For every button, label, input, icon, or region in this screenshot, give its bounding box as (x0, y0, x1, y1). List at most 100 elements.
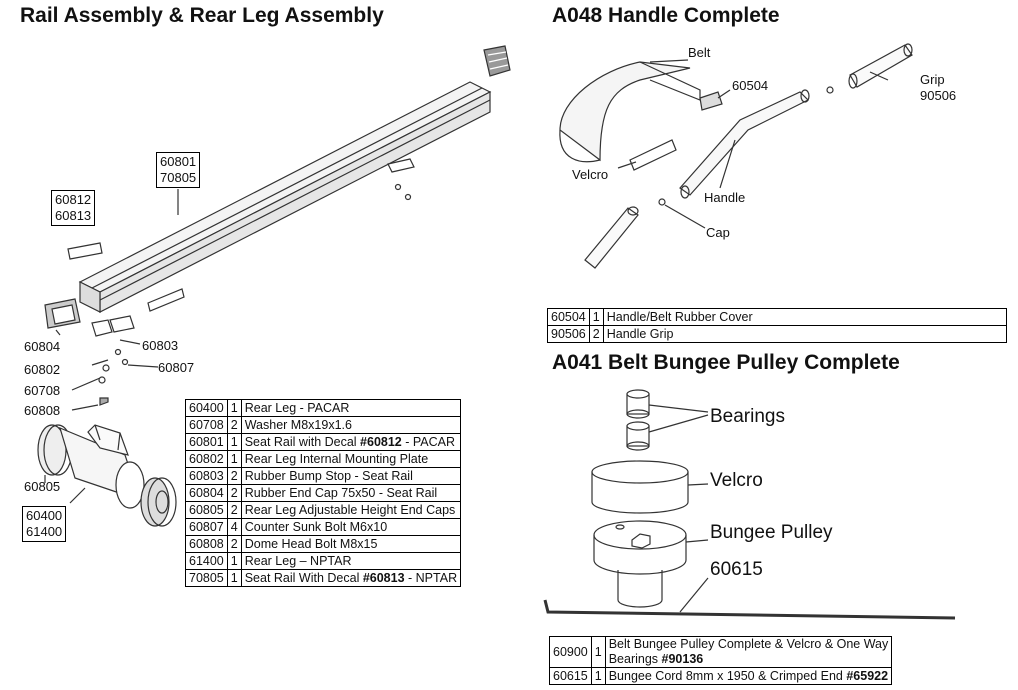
part-number-cell: 60808 (185, 535, 228, 553)
part-number-cell: 60805 (185, 501, 228, 519)
description-text: Rear Leg Adjustable Height End Caps (244, 503, 456, 517)
description-text: Rear Leg – NPTAR (244, 554, 352, 568)
bungee-pulley-drawing (593, 520, 709, 608)
quantity-cell: 2 (226, 501, 242, 519)
quantity-cell: 1 (590, 667, 606, 685)
quantity-cell: 2 (226, 535, 242, 553)
part-number-cell: 60504 (547, 308, 590, 326)
handle-complete-title: A048 Handle Complete (552, 4, 780, 27)
part-number-cell: 60400 (185, 399, 228, 417)
label-90506: 90506 (920, 88, 957, 103)
description-cell: Bungee Cord 8mm x 1950 & Crimped End #65… (604, 667, 893, 685)
label-box-60812: 60812 60813 (51, 190, 96, 226)
part-reference: #90136 (661, 652, 704, 666)
bump-stop-drawing (109, 315, 135, 333)
label-60812: 60812 (55, 192, 92, 207)
quantity-cell: 1 (226, 399, 242, 417)
description-cell: Seat Rail With Decal #60813 - NPTAR (240, 569, 462, 587)
part-number-cell: 60900 (549, 636, 592, 668)
rail-end-cap-drawing (483, 45, 511, 77)
description-text: Rear Leg - PACAR (244, 401, 350, 415)
part-number-cell: 60615 (549, 667, 592, 685)
description-text: Rear Leg Internal Mounting Plate (244, 452, 429, 466)
label-60813: 60813 (55, 208, 92, 223)
label-box-60801: 60801 70805 (156, 152, 201, 188)
label-handle: Handle (704, 190, 746, 205)
description-cell: Belt Bungee Pulley Complete & Velcro & O… (604, 636, 893, 668)
quantity-cell: 4 (226, 518, 242, 536)
label-60803: 60803 (142, 338, 179, 353)
label-60708: 60708 (24, 383, 61, 398)
description-cell: Rear Leg - PACAR (240, 399, 462, 417)
description-text: Rubber End Cap 75x50 - Seat Rail (244, 486, 438, 500)
handle-tube-drawing (679, 89, 810, 199)
description-text: Dome Head Bolt M8x15 (244, 537, 378, 551)
label-grip: Grip (920, 72, 945, 87)
description-cell: Rear Leg Internal Mounting Plate (240, 450, 462, 468)
decal-strip-drawing (67, 242, 103, 260)
decal-strip-drawing (147, 288, 185, 312)
velcro-ring-drawing (591, 460, 709, 514)
rear-leg-drawing (37, 424, 177, 527)
part-number-cell: 60804 (185, 484, 228, 502)
description-cell: Handle Grip (602, 325, 1008, 343)
description-cell: Rubber Bump Stop - Seat Rail (240, 467, 462, 485)
quantity-cell: 1 (226, 433, 242, 451)
quantity-cell: 1 (226, 569, 242, 587)
quantity-cell: 1 (590, 636, 606, 668)
bump-stop-drawing (91, 319, 113, 337)
quantity-cell: 1 (226, 552, 242, 570)
description-cell: Dome Head Bolt M8x15 (240, 535, 462, 553)
mounting-plate-drawing (387, 158, 415, 173)
description-cell: Seat Rail with Decal #60812 - PACAR (240, 433, 462, 451)
label-61400: 61400 (26, 524, 63, 539)
description-cell: Rubber End Cap 75x50 - Seat Rail (240, 484, 462, 502)
description-text: Rubber Bump Stop - Seat Rail (244, 469, 413, 483)
description-suffix: - NPTAR (404, 571, 458, 585)
description-cell: Rear Leg Adjustable Height End Caps (240, 501, 462, 519)
label-60400: 60400 (26, 508, 63, 523)
decal-reference: #60813 (362, 571, 405, 585)
label-bearings: Bearings (710, 406, 785, 427)
bearing-drawing (626, 421, 650, 451)
quantity-cell: 1 (226, 450, 242, 468)
bungee-cord-drawing (543, 577, 956, 620)
velcro-strip-drawing (629, 139, 677, 171)
description-text: Bungee Cord 8mm x 1950 & Crimped End (608, 668, 847, 683)
label-cap: Cap (706, 225, 730, 240)
label-60804: 60804 (24, 339, 61, 354)
part-number-cell: 60803 (185, 467, 228, 485)
label-70805: 70805 (160, 170, 197, 185)
part-number-cell: 60801 (185, 433, 228, 451)
label-60801: 60801 (160, 154, 197, 169)
label-60805: 60805 (24, 479, 61, 494)
part-number-cell: 90506 (547, 325, 590, 343)
description-text: Counter Sunk Bolt M6x10 (244, 520, 388, 534)
description-suffix: - PACAR (401, 435, 456, 449)
label-box-60400: 60400 61400 (22, 506, 67, 542)
part-reference: #65922 (846, 668, 889, 683)
seat-rail-drawing (78, 81, 492, 313)
label-60808: 60808 (24, 403, 61, 418)
quantity-cell: 2 (588, 325, 604, 343)
description-text-line2: Bearings (608, 652, 662, 666)
label-60807: 60807 (158, 360, 195, 375)
part-number-cell: 70805 (185, 569, 228, 587)
label-60802: 60802 (24, 362, 61, 377)
bearing-drawing (626, 389, 650, 419)
grip-drawing (848, 43, 913, 89)
